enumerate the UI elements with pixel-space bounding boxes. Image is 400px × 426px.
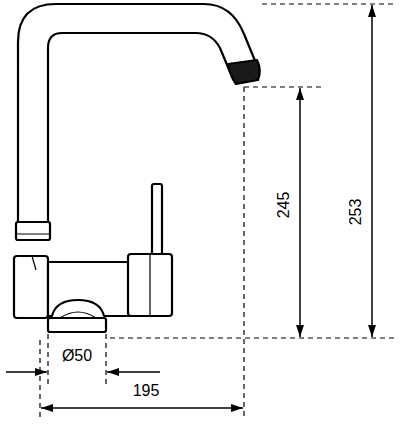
dimension-label: 195: [131, 382, 162, 400]
dimension-lines: [6, 5, 372, 408]
faucet-outline: [14, 4, 260, 332]
extension-lines: [40, 4, 396, 420]
dimension-label: Ø50: [60, 347, 94, 365]
dimension-label: 253: [347, 197, 365, 228]
dimension-label: 245: [275, 190, 293, 221]
